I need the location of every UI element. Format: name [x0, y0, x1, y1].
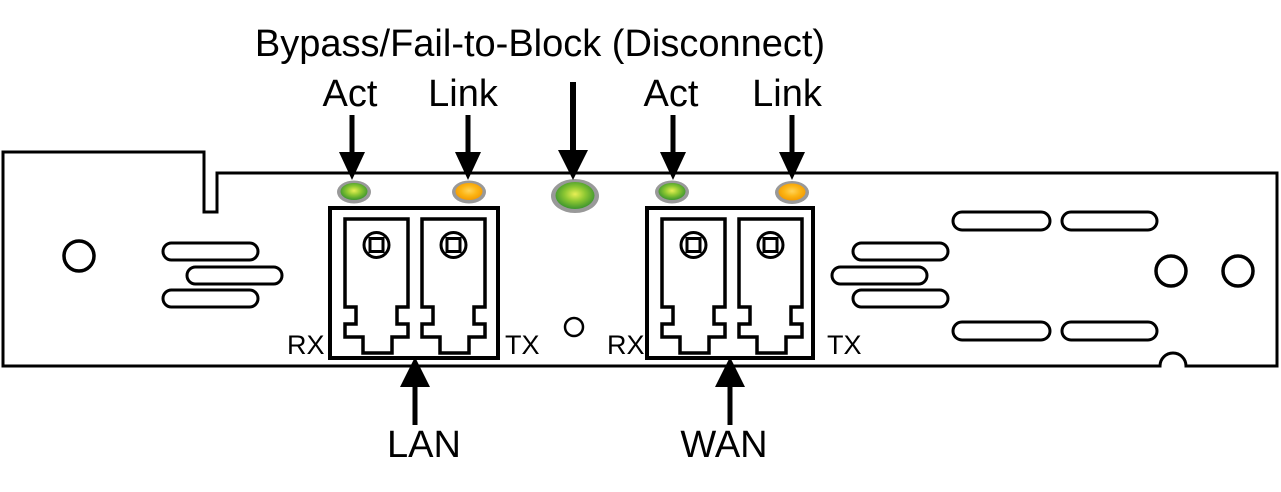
mounting-hole	[1154, 254, 1188, 288]
lan-tx-label: TX	[505, 330, 540, 360]
wan-rx-label: RX	[607, 330, 645, 360]
vent-slot	[951, 210, 1052, 232]
lan-link-arrow	[455, 115, 481, 180]
lc-connector	[660, 217, 727, 355]
wan-label: WAN	[680, 424, 768, 466]
lan-arrow	[400, 357, 430, 425]
mounting-hole	[62, 239, 96, 273]
panel-outline	[1, 150, 1279, 368]
connector-fiber	[685, 237, 702, 253]
wan-act-arrow	[660, 115, 686, 180]
wan-tx-label: TX	[827, 330, 862, 360]
wan-act-led	[655, 180, 689, 204]
lc-connector	[343, 217, 410, 355]
wan-arrow	[715, 357, 745, 425]
vent-slot	[161, 288, 260, 309]
lan-link-led	[452, 180, 486, 204]
bypass-arrow	[558, 82, 588, 180]
wan-link-arrow	[779, 115, 805, 180]
vent-slot	[161, 241, 260, 262]
vent-slot	[951, 320, 1052, 342]
lan-label: LAN	[387, 424, 461, 466]
lc-connector	[737, 217, 804, 355]
wan-link-led	[775, 181, 809, 204]
wan-link-label: Link	[752, 73, 822, 115]
bypass-led	[551, 179, 599, 213]
vent-slot	[1060, 210, 1159, 232]
vent-slot	[830, 265, 929, 286]
vent-slot	[851, 288, 950, 309]
connector-fiber	[445, 237, 462, 253]
lan-act-label: Act	[322, 73, 378, 115]
connector-fiber	[368, 237, 385, 253]
vent-slot	[185, 265, 284, 286]
vent-slot	[1060, 320, 1159, 342]
lan-link-label: Link	[428, 73, 498, 115]
small-hole	[563, 316, 585, 338]
lan-act-led	[337, 180, 371, 204]
diagram-title: Bypass/Fail-to-Block (Disconnect)	[254, 23, 826, 65]
lan-act-arrow	[339, 115, 365, 180]
lan-rx-label: RX	[287, 330, 325, 360]
vent-slot	[851, 241, 950, 262]
mounting-hole	[1221, 254, 1255, 288]
lc-connector	[420, 217, 487, 355]
connector-fiber	[762, 237, 779, 253]
wan-act-label: Act	[643, 73, 699, 115]
